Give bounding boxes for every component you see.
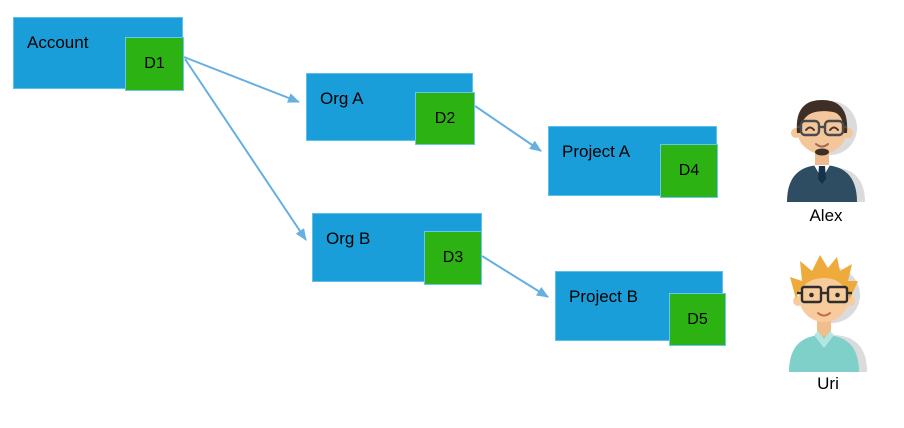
arrow-d2-to-project-a	[474, 105, 542, 152]
user-name-uri: Uri	[817, 374, 839, 393]
user-name-alex: Alex	[809, 206, 843, 225]
node-label: Project A	[562, 142, 631, 161]
badge-d1: D1	[125, 37, 184, 91]
arrow-d1-to-org-a	[183, 56, 300, 103]
node-project-b: Project B D5	[555, 271, 726, 346]
badge-d5: D5	[669, 293, 726, 346]
node-account: Account D1	[13, 17, 184, 91]
node-org-b: Org B D3	[312, 213, 482, 285]
arrow-d3-to-project-b	[481, 255, 549, 298]
uri-avatar-icon	[789, 255, 867, 372]
node-label: Project B	[569, 287, 638, 306]
arrow-d1-to-org-b	[184, 58, 307, 241]
badge-d3: D3	[424, 231, 482, 285]
node-label: Account	[27, 33, 89, 52]
node-label: Org A	[320, 89, 364, 108]
alex-avatar-icon	[787, 100, 865, 202]
node-org-a: Org A D2	[306, 73, 475, 145]
badge-d4: D4	[660, 144, 718, 198]
node-label: Org B	[326, 229, 371, 248]
node-project-a: Project A D4	[548, 126, 718, 198]
badge-d2: D2	[415, 92, 475, 145]
